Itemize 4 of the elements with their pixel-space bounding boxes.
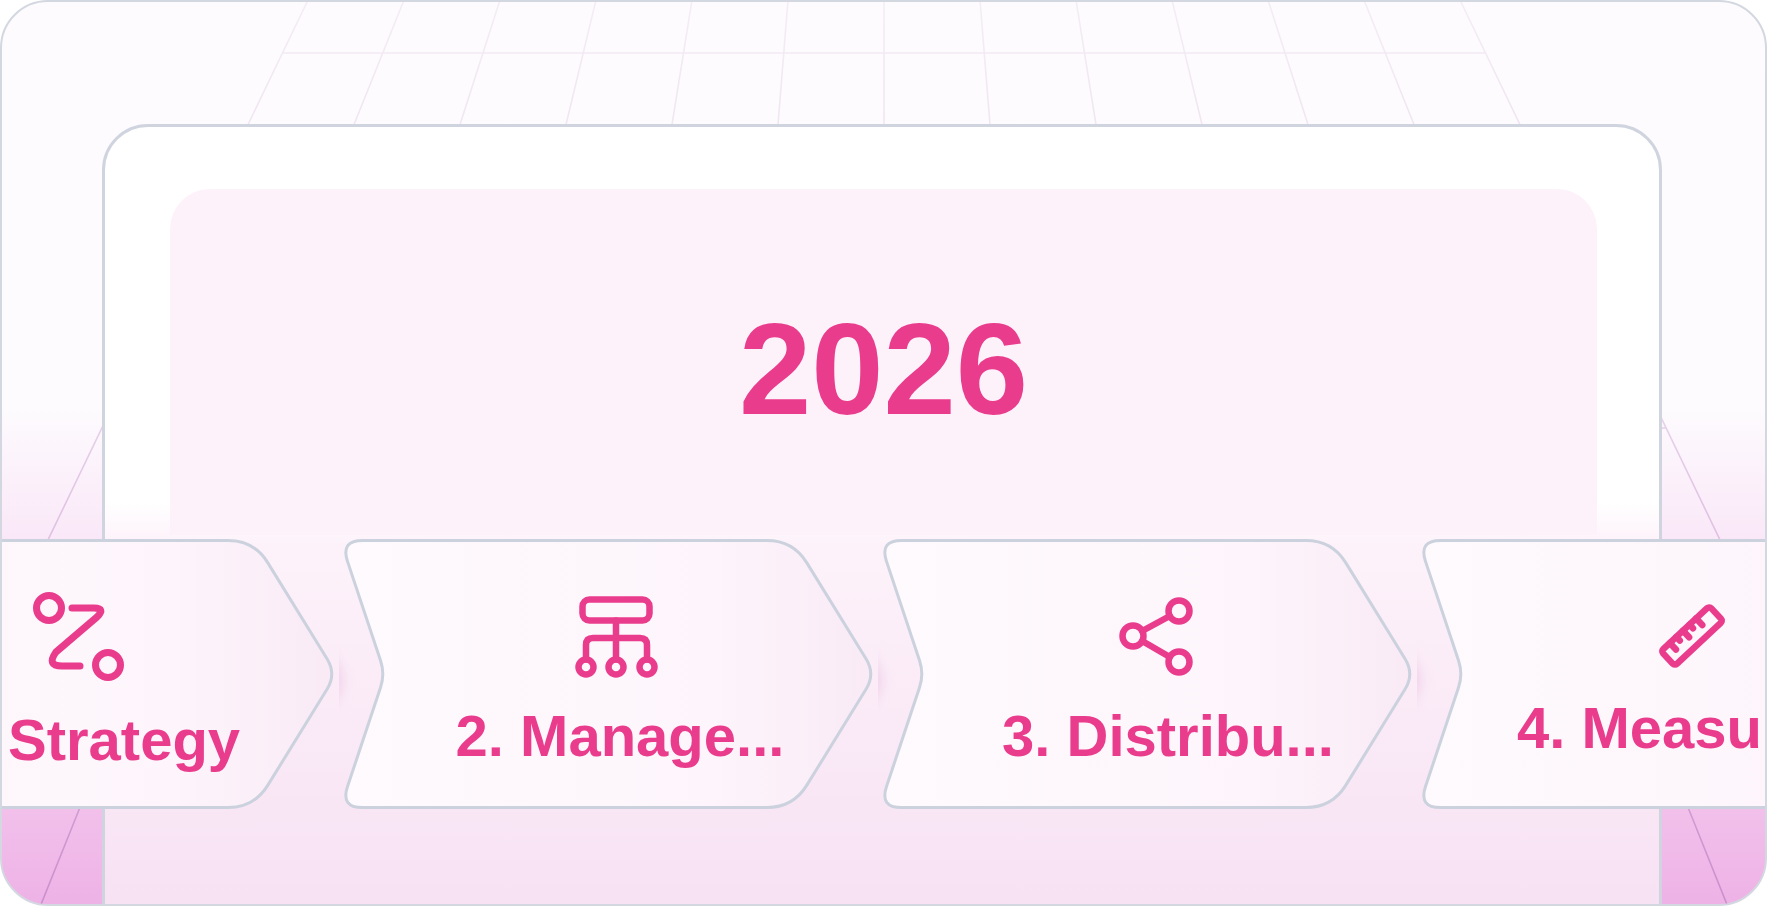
step-label: 3. Distribu...: [1002, 707, 1334, 765]
step-label: 4. Measu: [1517, 699, 1762, 757]
year-heading: 2026: [738, 304, 1029, 434]
chevron-step: [1417, 539, 1765, 809]
